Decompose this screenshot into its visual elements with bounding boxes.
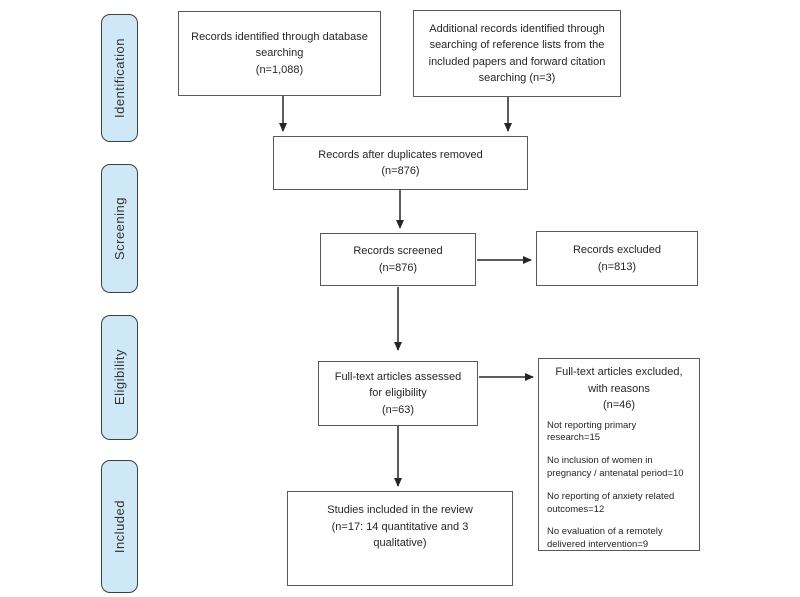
stage-included: Included [101, 460, 138, 593]
stage-identification-label: Identification [112, 38, 127, 118]
exclusion-reason: Not reporting primary research=15 [547, 419, 637, 444]
box-fulltext-excluded: Full-text articles excluded, with reason… [538, 358, 700, 551]
box-fulltext-assessed: Full-text articles assessed for eligibil… [318, 361, 478, 426]
stage-eligibility-label: Eligibility [112, 349, 127, 406]
stage-screening: Screening [101, 164, 138, 293]
box-fulltext-assessed-text: Full-text articles assessed for eligibil… [334, 370, 462, 416]
box-duplicates-removed-text: Records after duplicates removed (n=876) [318, 148, 483, 178]
box-fulltext-excluded-title: Full-text articles excluded, with reason… [555, 366, 683, 411]
exclusion-reason: No evaluation of a remotely delivered in… [547, 526, 663, 551]
box-records-screened: Records screened (n=876) [320, 233, 476, 286]
exclusion-reason: No inclusion of women in pregnancy / ant… [547, 455, 684, 479]
box-records-identified-database: Records identified through database sear… [178, 11, 381, 96]
box-additional-records-text: Additional records identified through se… [428, 22, 606, 85]
box-studies-included-text: Studies included in the review (n=17: 14… [327, 504, 473, 549]
box-records-identified-database-text: Records identified through database sear… [191, 30, 368, 76]
stage-eligibility: Eligibility [101, 315, 138, 440]
stage-screening-label: Screening [112, 196, 127, 261]
exclusion-reason: No reporting of anxiety related outcomes… [547, 490, 675, 515]
box-duplicates-removed: Records after duplicates removed (n=876) [273, 136, 528, 190]
box-records-excluded-text: Records excluded (n=813) [572, 244, 662, 273]
box-records-screened-text: Records screened (n=876) [353, 245, 443, 274]
exclusion-reasons-list: Not reporting primary research=15 No inc… [539, 416, 699, 553]
stage-identification: Identification [101, 14, 138, 142]
box-studies-included: Studies included in the review (n=17: 14… [287, 491, 513, 586]
box-records-excluded: Records excluded (n=813) [536, 231, 698, 286]
stage-included-label: Included [112, 499, 127, 554]
box-additional-records: Additional records identified through se… [413, 10, 621, 97]
